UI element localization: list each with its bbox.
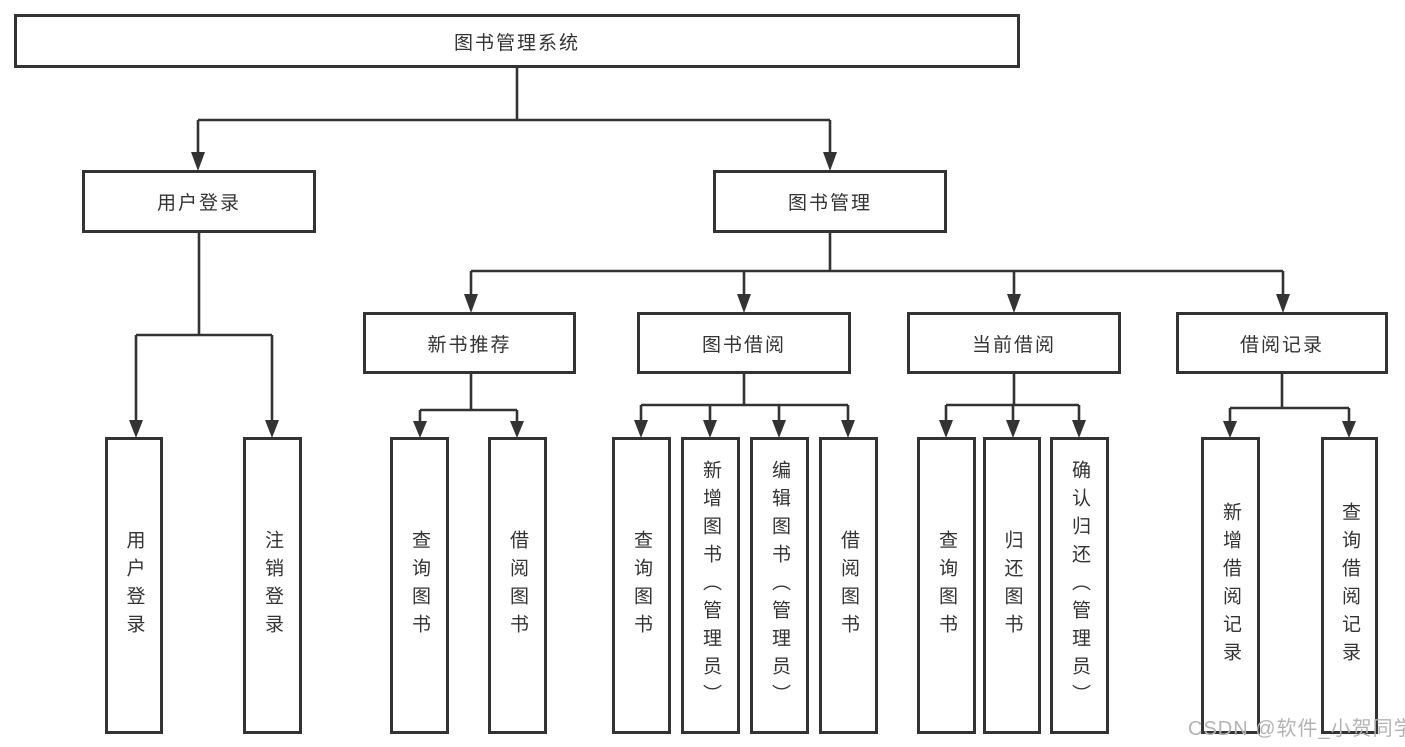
leaf-query-book-borrow: 查询图书	[612, 437, 671, 734]
leaf-query-book-current: 查询图书	[917, 437, 976, 734]
leaf-add-book-admin: 新增图书（管理员）	[681, 437, 740, 734]
root-node: 图书管理系统	[14, 14, 1020, 68]
branch-book-management: 图书管理	[713, 170, 947, 233]
leaf-logout-login: 注销登录	[243, 437, 302, 734]
leaf-edit-book-admin: 编辑图书（管理员）	[750, 437, 809, 734]
leaf-query-book-recommend: 查询图书	[390, 437, 449, 734]
leaf-borrow-book-recommend: 借阅图书	[488, 437, 547, 734]
node-current-borrow: 当前借阅	[907, 312, 1121, 374]
node-new-book-recommend: 新书推荐	[363, 312, 576, 374]
node-borrow-records: 借阅记录	[1176, 312, 1388, 374]
leaf-add-borrow-record: 新增借阅记录	[1201, 437, 1260, 734]
branch-user-login: 用户登录	[82, 170, 316, 233]
leaf-borrow-book: 借阅图书	[819, 437, 878, 734]
leaf-confirm-return-admin: 确认归还（管理员）	[1050, 437, 1109, 734]
leaf-user-login: 用户登录	[105, 437, 163, 734]
leaf-query-borrow-record: 查询借阅记录	[1321, 437, 1378, 734]
node-book-borrow: 图书借阅	[637, 312, 851, 374]
leaf-return-book: 归还图书	[983, 437, 1041, 734]
watermark: CSDN @软件_小贺同学	[1188, 718, 1405, 740]
